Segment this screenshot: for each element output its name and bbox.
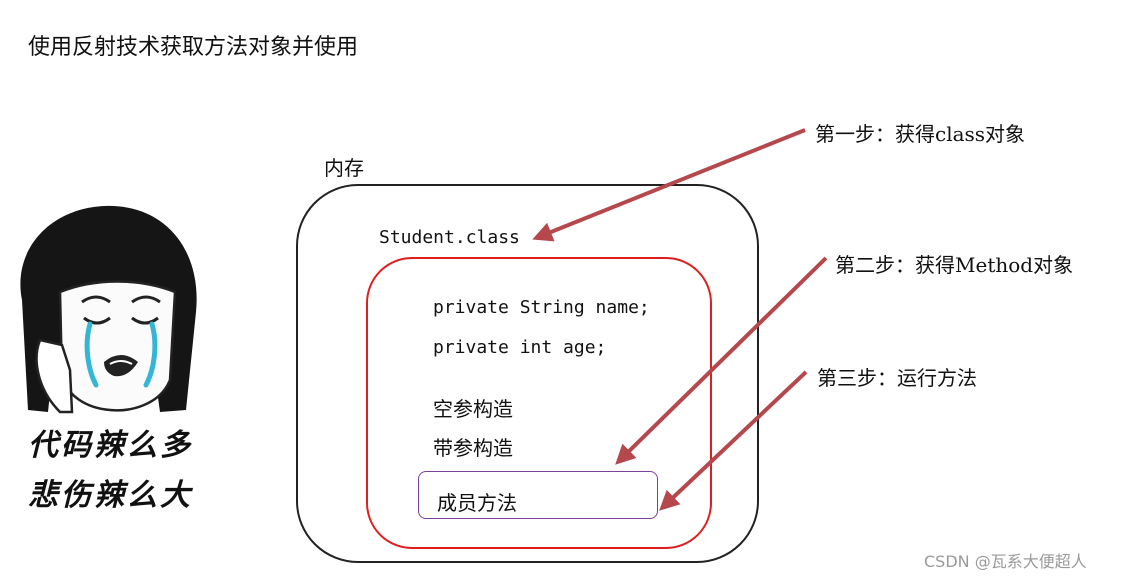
arg-constructor: 带参构造 [433,436,513,460]
step-2-arrow [615,256,828,465]
field-age: private int age; [433,337,607,358]
watermark: CSDN @瓦系大便超人 [924,552,1087,571]
step-1-arrow [532,128,806,242]
step-3-arrow [659,370,808,511]
step-1-label: 第一步：获得class对象 [815,122,1026,146]
member-method-label: 成员方法 [437,491,517,515]
class-name-label: Student.class [379,227,520,248]
memory-label: 内存 [324,156,364,180]
step-3-label: 第三步：运行方法 [817,366,977,390]
class-object-box [366,257,712,549]
step-2-label: 第二步：获得Method对象 [835,253,1074,277]
method-box [418,471,658,519]
meme-caption-line-2: 悲伤辣么大 [28,478,193,513]
page-title: 使用反射技术获取方法对象并使用 [28,35,359,60]
no-arg-constructor: 空参构造 [433,397,513,421]
meme-caption-line-1: 代码辣么多 [28,428,193,463]
field-name: private String name; [433,297,650,318]
memory-box [296,184,759,563]
crying-face-illustration [20,205,197,414]
